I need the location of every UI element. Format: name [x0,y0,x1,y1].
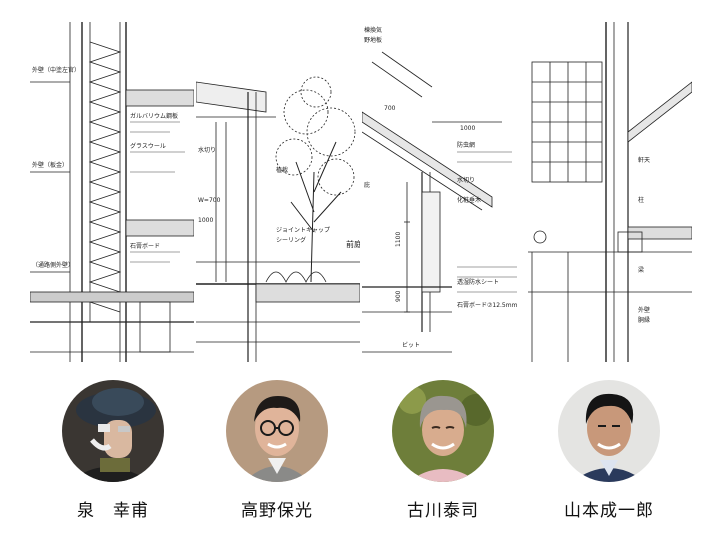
drawing-annotation: 外壁（中塗左官） [32,66,80,74]
avatar-izumi [62,380,164,482]
architect-name: 古川泰司 [407,501,479,521]
drawing-annotation: 野地板 [364,36,382,44]
drawing-annotation: 前庭 [346,239,360,249]
drawing-annotation: ビット [402,341,420,349]
section-drawing-1: 外壁（中塗左官） 外壁（板金） （通路側外壁） ガルバリウム鋼板 グラスウール … [30,22,194,362]
drawing-annotation: シーリング [276,236,306,244]
drawing-annotation: 水切り [198,146,216,154]
drawing-annotation: 900 [395,290,402,302]
architect-name: 泉 幸甫 [77,501,149,521]
drawing-annotation: 棟換気 [364,26,382,34]
drawing-annotation: 胴縁 [638,316,650,324]
drawing-annotation: 1000 [460,125,475,132]
drawing-annotation: 防虫網 [457,141,475,149]
section-drawing-4: 軒天 柱 梁 外壁 胴縁 [528,22,692,362]
drawing-annotation: W=700 [198,197,221,204]
drawing-annotation: 700 [384,105,396,112]
drawing-annotation: 植栽 [276,166,288,174]
section-drawing-3: 700 1000 1100 900 防虫網 水切り 棟換気 野地板 化粧垂木 庇… [362,22,526,362]
drawing-annotation: （通路側外壁） [32,261,74,269]
drawing-annotation: 1000 [198,217,213,224]
drawing-annotation: 石膏ボード [130,242,160,250]
architect-name: 高野保光 [241,501,313,521]
drawing-annotation: 梁 [638,266,644,274]
drawing-annotation: 化粧垂木 [457,196,481,204]
avatar-takano [226,380,328,482]
drawing-annotation: 外壁 [638,306,650,314]
avatar-furukawa [392,380,494,482]
drawing-annotation: 柱 [638,196,644,204]
drawing-annotation: 石膏ボード⑦12.5mm [457,301,518,309]
drawing-annotation: 1100 [395,232,402,247]
drawing-annotation: グラスウール [130,142,166,150]
drawing-annotation: 庇 [364,181,370,189]
avatar-yamamoto [558,380,660,482]
architect-name: 山本成一郎 [564,501,654,521]
drawing-annotation: 水切り [457,176,475,184]
drawing-annotation: ジョイントキャップ [276,227,330,234]
drawing-annotation: 透湿防水シート [457,278,499,286]
drawing-annotation: ガルバリウム鋼板 [130,112,178,120]
drawing-annotation: 外壁（板金） [32,161,68,169]
section-drawing-2: 前庭 植栽 水切り ジョイントキャップ シーリング W=700 1000 [196,22,360,362]
drawing-annotation: 軒天 [638,156,650,164]
